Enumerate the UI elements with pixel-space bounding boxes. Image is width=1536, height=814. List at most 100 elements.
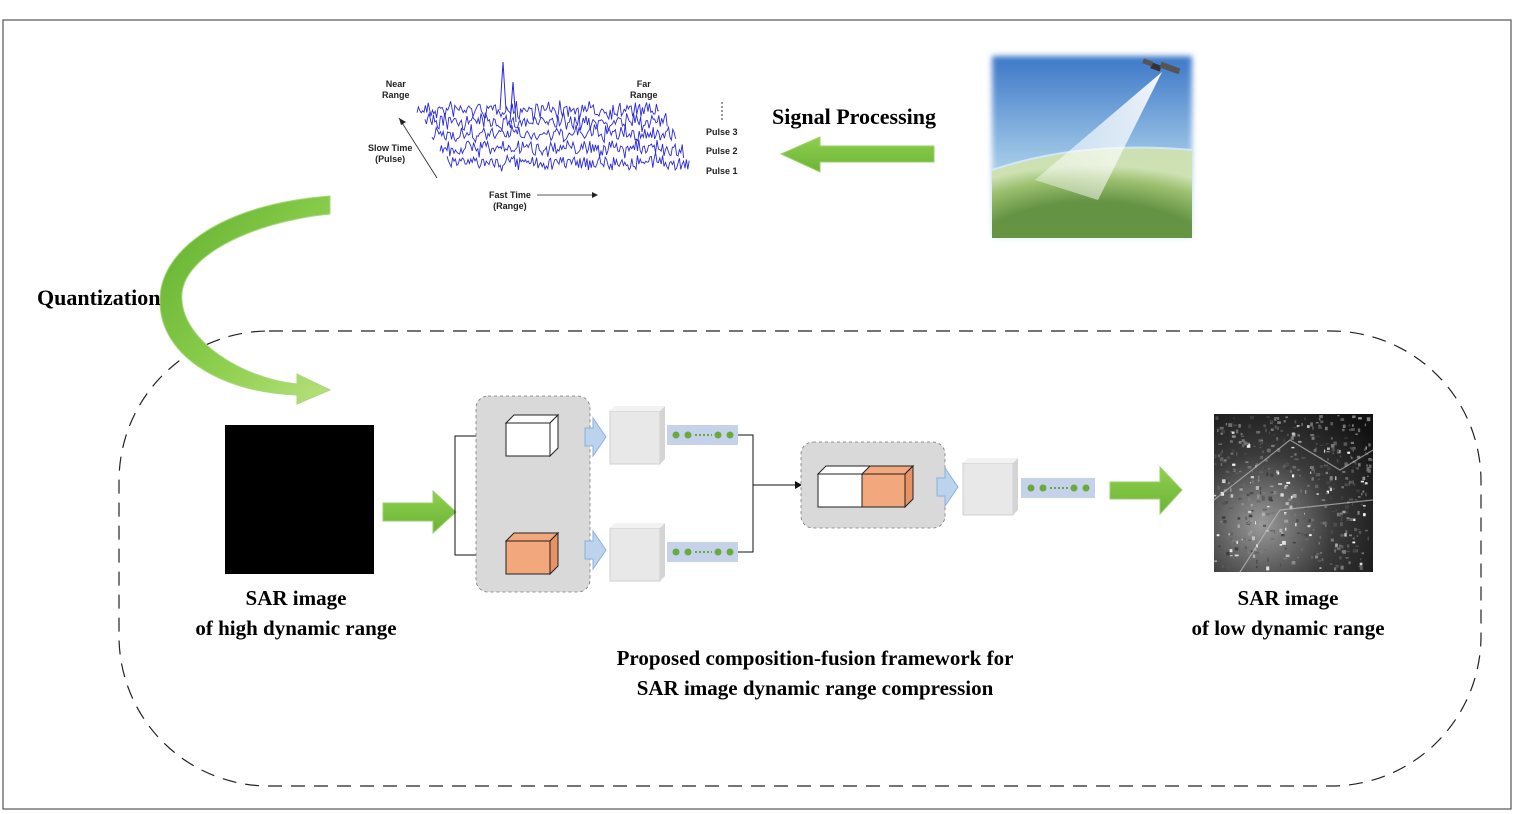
sar-speckle xyxy=(1348,480,1352,484)
sar-speckle xyxy=(1345,557,1349,559)
sar-speckle xyxy=(1348,424,1351,427)
sar-speckle xyxy=(1297,556,1299,558)
sar-speckle xyxy=(1264,459,1268,462)
sar-speckle xyxy=(1333,522,1337,527)
sar-speckle xyxy=(1284,513,1287,515)
sar-speckle xyxy=(1250,550,1253,553)
sar-speckle xyxy=(1356,455,1361,459)
sar-speckle xyxy=(1334,549,1337,553)
merge-connectors xyxy=(738,434,797,553)
sar-speckle xyxy=(1320,521,1324,525)
sar-speckle xyxy=(1307,425,1310,428)
sar-speckle xyxy=(1243,441,1247,446)
sar-speckle xyxy=(1220,426,1224,429)
sar-speckle xyxy=(1320,420,1324,424)
satellite-icon xyxy=(1142,58,1181,75)
sar-speckle xyxy=(1255,463,1258,466)
sar-speckle xyxy=(1241,443,1245,448)
sar-speckle xyxy=(1275,419,1277,421)
sar-speckle xyxy=(1243,483,1246,486)
sar-speckle xyxy=(1252,547,1255,551)
sar-speckle xyxy=(1231,448,1235,453)
sar-road-lines xyxy=(1213,439,1374,573)
sar-speckle xyxy=(1285,554,1290,558)
sar-speckle xyxy=(1277,417,1280,420)
sar-speckle xyxy=(1365,452,1367,454)
sar-speckle xyxy=(1227,567,1230,570)
sar-speckle xyxy=(1340,534,1344,537)
sar-speckle xyxy=(1311,477,1314,481)
sar-speckle xyxy=(1251,510,1254,512)
sar-speckle xyxy=(1289,505,1293,510)
sar-speckle xyxy=(1363,508,1365,510)
sar-speckle xyxy=(1323,521,1327,525)
sar-speckle xyxy=(1289,470,1292,473)
sar-speckle xyxy=(1233,468,1236,472)
sar-speckle xyxy=(1352,415,1356,419)
sar-speckle xyxy=(1321,558,1324,562)
sar-speckle xyxy=(1354,499,1357,501)
framework-region xyxy=(118,330,1482,787)
sar-speckle xyxy=(1352,549,1356,553)
sar-speckle xyxy=(1271,420,1274,425)
sar-speckle xyxy=(1230,538,1234,540)
sar-speckle xyxy=(1234,554,1239,557)
sar-speckle xyxy=(1305,534,1308,538)
sar-speckle xyxy=(1292,494,1297,498)
sar-speckle xyxy=(1364,423,1366,427)
sar-speckle xyxy=(1237,497,1242,500)
sar-speckle xyxy=(1318,542,1321,545)
signal-processing-arrow xyxy=(779,136,935,173)
sar-speckle xyxy=(1226,551,1230,556)
sar-speckle xyxy=(1218,443,1223,445)
sar-speckle xyxy=(1268,431,1270,435)
sar-speckle xyxy=(1214,494,1217,497)
sar-speckle xyxy=(1360,480,1364,483)
sar-speckle xyxy=(1266,513,1270,516)
sar-speckle xyxy=(1353,518,1356,521)
dot-vector-fused xyxy=(1021,478,1095,498)
sar-speckle xyxy=(1285,485,1288,487)
sar-speckle xyxy=(1266,472,1269,477)
sar-speckle xyxy=(1305,539,1309,541)
pulse-3-label: Pulse 3 xyxy=(706,127,738,137)
sar-speckle xyxy=(1270,538,1275,540)
sar-speckle xyxy=(1248,514,1253,518)
sar-speckle xyxy=(1319,567,1322,569)
fused-cube xyxy=(816,464,915,509)
sar-speckle xyxy=(1235,472,1239,474)
sar-speckle xyxy=(1270,473,1274,477)
output-green-arrow xyxy=(1109,465,1183,516)
input-sar-image xyxy=(225,425,374,574)
sar-speckle xyxy=(1250,415,1254,420)
sar-speckle xyxy=(1361,492,1363,496)
sar-speckle xyxy=(1227,469,1232,472)
sar-speckle xyxy=(1257,479,1260,482)
sar-speckle xyxy=(1316,553,1320,555)
sar-speckle xyxy=(1234,547,1239,551)
sar-speckle xyxy=(1217,454,1220,458)
sar-speckle xyxy=(1238,441,1242,444)
sar-speckle xyxy=(1344,462,1348,467)
sar-speckle xyxy=(1310,471,1312,474)
sar-speckle xyxy=(1258,439,1261,442)
sar-speckle xyxy=(1219,452,1222,457)
sar-speckle xyxy=(1260,455,1263,459)
sar-speckle xyxy=(1259,443,1262,446)
sar-speckle xyxy=(1312,529,1315,531)
sar-speckle xyxy=(1252,554,1256,558)
sar-speckle xyxy=(1359,562,1363,566)
sar-speckle xyxy=(1309,466,1314,469)
sar-speckle xyxy=(1301,457,1306,459)
fast-time-label: Fast Time(Range) xyxy=(489,190,531,211)
sar-speckle xyxy=(1328,473,1330,475)
sar-speckle xyxy=(1366,464,1368,467)
sar-speckle xyxy=(1231,541,1234,546)
sar-speckle xyxy=(1350,428,1355,431)
pulse-waveform-4 xyxy=(439,138,685,159)
sar-speckle xyxy=(1356,535,1359,537)
pulse-spike xyxy=(499,61,517,123)
sar-speckle xyxy=(1352,466,1354,468)
